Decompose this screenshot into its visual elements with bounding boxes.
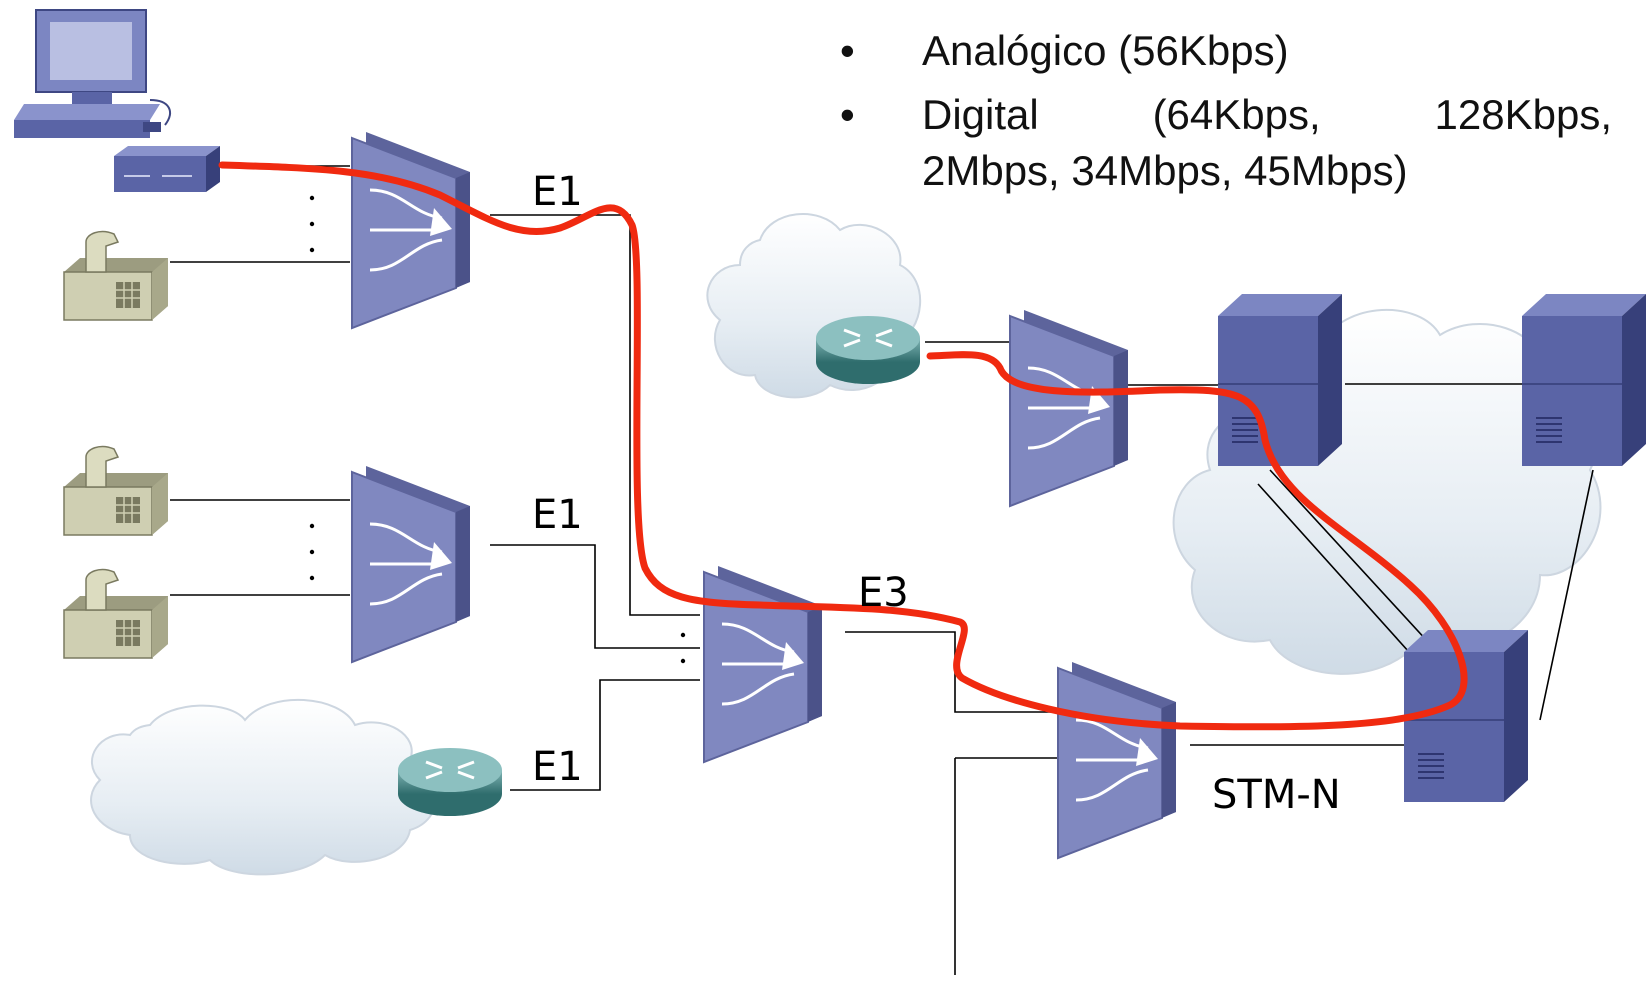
label-stm-n: STM-N	[1212, 772, 1341, 818]
bullet-analog-text: Analógico (56Kbps)	[922, 27, 1289, 74]
modem-icon	[114, 146, 220, 192]
circuit-path	[218, 161, 1468, 731]
router-icon	[814, 314, 922, 386]
bullet-digital: • Digital (64Kbps, 128Kbps, 2Mbps, 34Mbp…	[840, 86, 1612, 200]
multiplexer-icon	[1056, 660, 1178, 860]
cloud-icon	[90, 699, 438, 876]
bullet-digital-word: 128Kbps,	[1434, 91, 1612, 138]
label-e3: E3	[858, 570, 909, 616]
bullet-list: • Analógico (56Kbps) • Digital (64Kbps, …	[840, 22, 1612, 200]
phone-icon	[63, 568, 169, 659]
bullet-digital-line1: Digital (64Kbps, 128Kbps,	[922, 86, 1612, 144]
multiplexer-icon	[350, 130, 472, 330]
phone-icon	[63, 445, 169, 536]
bullet-analog: • Analógico (56Kbps)	[840, 22, 1610, 80]
multiplexer-icon	[1008, 308, 1130, 508]
sdh-switch-icon	[1217, 293, 1343, 467]
label-e1-mid: E1	[532, 492, 583, 538]
bullet-digital-line2: 2Mbps, 34Mbps, 45Mbps)	[922, 147, 1408, 194]
router-icon	[396, 746, 504, 818]
channel-dots	[309, 195, 686, 664]
bullet-dot: •	[840, 91, 855, 138]
label-e1-top: E1	[532, 169, 583, 215]
bullet-digital-word: Digital	[922, 91, 1039, 138]
label-e1-bottom: E1	[532, 744, 583, 790]
wiring	[170, 165, 1594, 975]
bullet-digital-word: (64Kbps,	[1152, 91, 1321, 138]
phone-icon	[63, 230, 169, 321]
computer-icon	[14, 9, 171, 138]
bullet-dot: •	[840, 27, 855, 74]
multiplexer-icon	[350, 464, 472, 664]
multiplexer-icon	[702, 564, 824, 764]
sdh-switch-icon	[1521, 293, 1646, 467]
